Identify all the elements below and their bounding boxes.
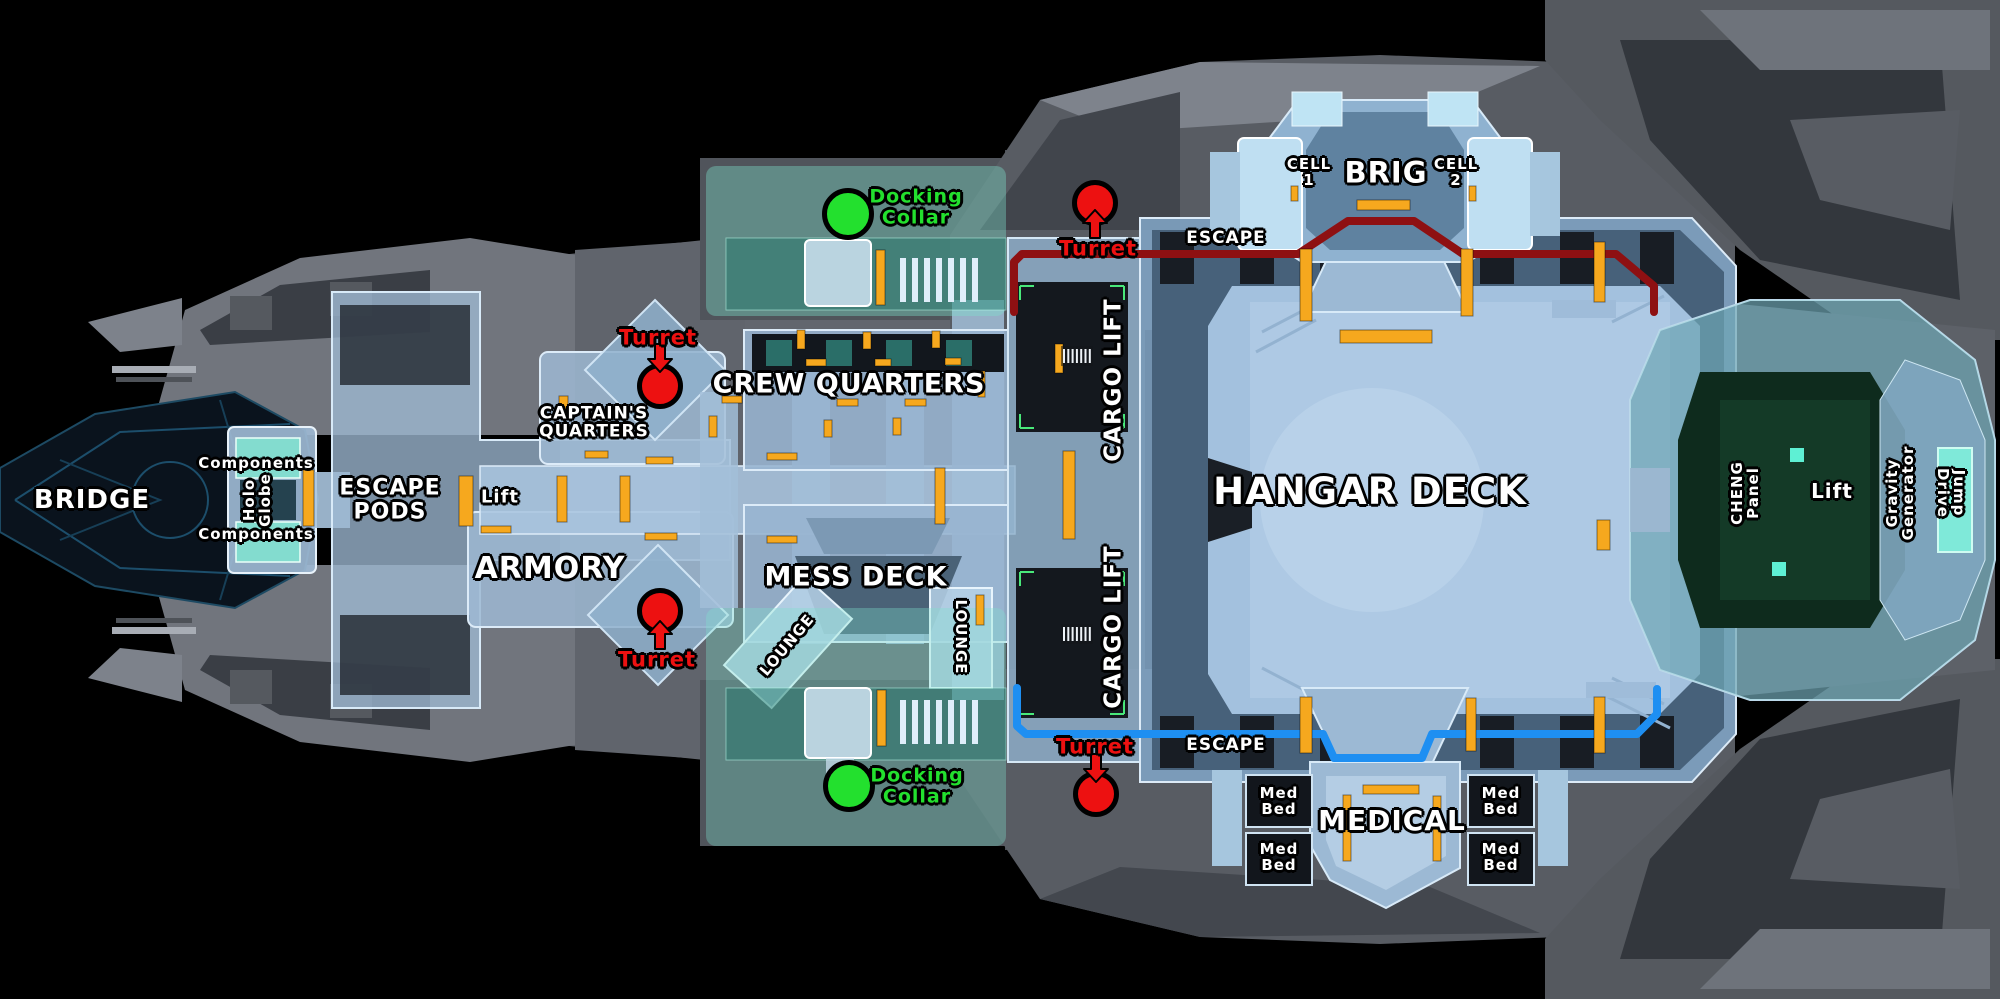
door-marker bbox=[1356, 199, 1411, 211]
door-markers bbox=[302, 185, 1611, 862]
door-marker bbox=[302, 469, 315, 527]
door-marker bbox=[892, 417, 902, 436]
door-marker bbox=[584, 450, 609, 459]
door-marker bbox=[1593, 241, 1606, 303]
door-marker bbox=[619, 475, 631, 523]
door-marker bbox=[1339, 329, 1433, 344]
door-marker bbox=[1290, 185, 1299, 202]
door-marker bbox=[458, 475, 474, 527]
escape-routes bbox=[1010, 217, 1661, 762]
door-marker bbox=[975, 594, 985, 626]
door-marker bbox=[931, 330, 941, 349]
ladder-icon bbox=[1061, 624, 1093, 644]
door-marker bbox=[1593, 696, 1606, 754]
door-marker bbox=[1596, 519, 1611, 551]
door-marker bbox=[1299, 696, 1313, 754]
door-marker bbox=[1062, 450, 1076, 540]
door-marker bbox=[644, 532, 678, 541]
door-marker bbox=[721, 395, 743, 404]
door-marker bbox=[556, 475, 568, 523]
escape-route-lower bbox=[1013, 684, 1661, 762]
ladder-icon bbox=[1061, 346, 1093, 366]
door-marker bbox=[766, 452, 798, 461]
door-marker bbox=[875, 249, 886, 306]
door-marker bbox=[823, 419, 833, 438]
ladder-icons bbox=[1061, 346, 1093, 644]
door-marker bbox=[904, 398, 927, 407]
door-marker bbox=[977, 370, 986, 398]
door-marker bbox=[874, 358, 892, 367]
door-marker bbox=[766, 535, 798, 544]
door-marker bbox=[708, 415, 718, 438]
door-marker bbox=[645, 456, 674, 465]
door-marker bbox=[1299, 248, 1313, 322]
door-marker bbox=[480, 525, 512, 534]
door-marker bbox=[1460, 248, 1474, 317]
door-marker bbox=[862, 331, 872, 350]
decks bbox=[227, 91, 1996, 910]
door-marker bbox=[1362, 784, 1420, 795]
door-marker bbox=[876, 689, 887, 747]
escape-route-upper bbox=[1010, 217, 1658, 316]
door-marker bbox=[934, 467, 946, 525]
door-marker bbox=[1342, 794, 1352, 862]
door-marker bbox=[1465, 697, 1477, 752]
door-marker bbox=[944, 357, 962, 366]
door-marker bbox=[558, 395, 569, 412]
door-marker bbox=[1432, 795, 1442, 862]
door-marker bbox=[796, 329, 806, 350]
door-marker bbox=[1468, 185, 1477, 202]
door-marker bbox=[836, 398, 859, 407]
door-marker bbox=[805, 358, 827, 367]
